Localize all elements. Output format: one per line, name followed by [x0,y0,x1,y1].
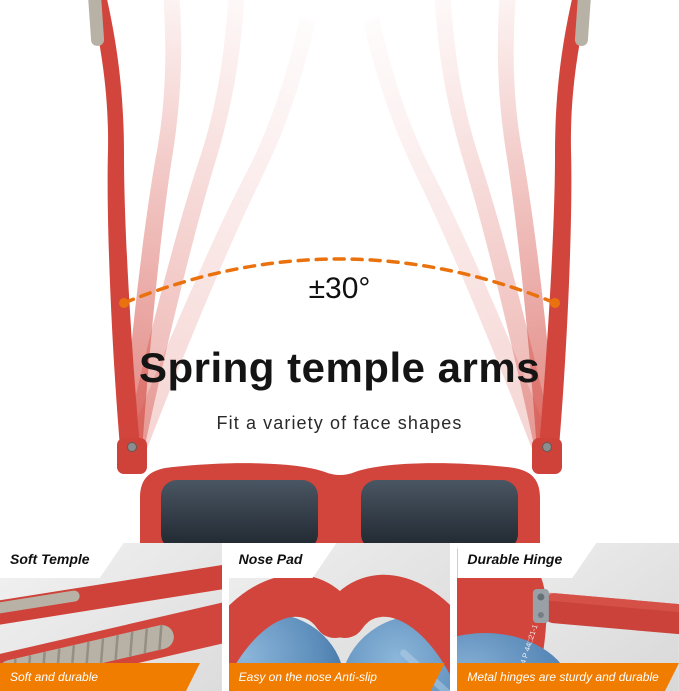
angle-label: ±30° [308,272,371,305]
sunglasses-top-view-illustration [87,0,592,543]
panel-durable-hinge: S 8444 P 44□21-1 Durable Hinge Metal hin… [457,543,679,691]
right-hinge [532,438,562,474]
frame-left-rim [228,574,356,676]
hinge-screw-icon [537,593,545,601]
panel-caption-soft-temple: Soft and durable [0,663,200,691]
left-temple-ghosts [119,0,316,474]
feature-panels: Soft Temple Soft and durable [0,543,679,691]
headline: Spring temple arms [138,344,541,391]
right-temple [537,0,592,470]
hinge-screw-icon [538,612,545,618]
right-temple-ghosts [363,0,560,474]
panel-caption-durable-hinge: Metal hinges are sturdy and durable [457,663,679,691]
subheadline: Fit a variety of face shapes [216,413,463,433]
left-hinge-screw-icon [127,442,137,452]
left-temple-tip-grip [87,0,105,46]
hero-section: ±30° Spring temple arms Fit a variety of… [87,0,592,543]
panel-nose-pad: Nose Pad Easy on the nose Anti-slip [228,543,451,691]
arc-endpoint-right [550,298,560,308]
right-lens [361,480,518,543]
metal-hinge [533,589,550,623]
panel-caption-nose-pad: Easy on the nose Anti-slip [229,663,445,691]
right-hinge-screw-icon [542,442,552,452]
left-temple [87,0,142,470]
arc-endpoint-left [119,298,129,308]
right-temple-tip-grip [574,0,592,46]
left-hinge [117,438,147,474]
panel-label-soft-temple: Soft Temple [0,543,124,578]
panel-soft-temple: Soft Temple Soft and durable [0,543,222,691]
left-lens [161,480,318,543]
frame-right-rim [323,574,451,676]
panel-label-durable-hinge: Durable Hinge [457,543,596,578]
angle-arc [122,257,557,305]
temple-arm-outer [0,559,222,628]
temple-arm [544,592,679,636]
